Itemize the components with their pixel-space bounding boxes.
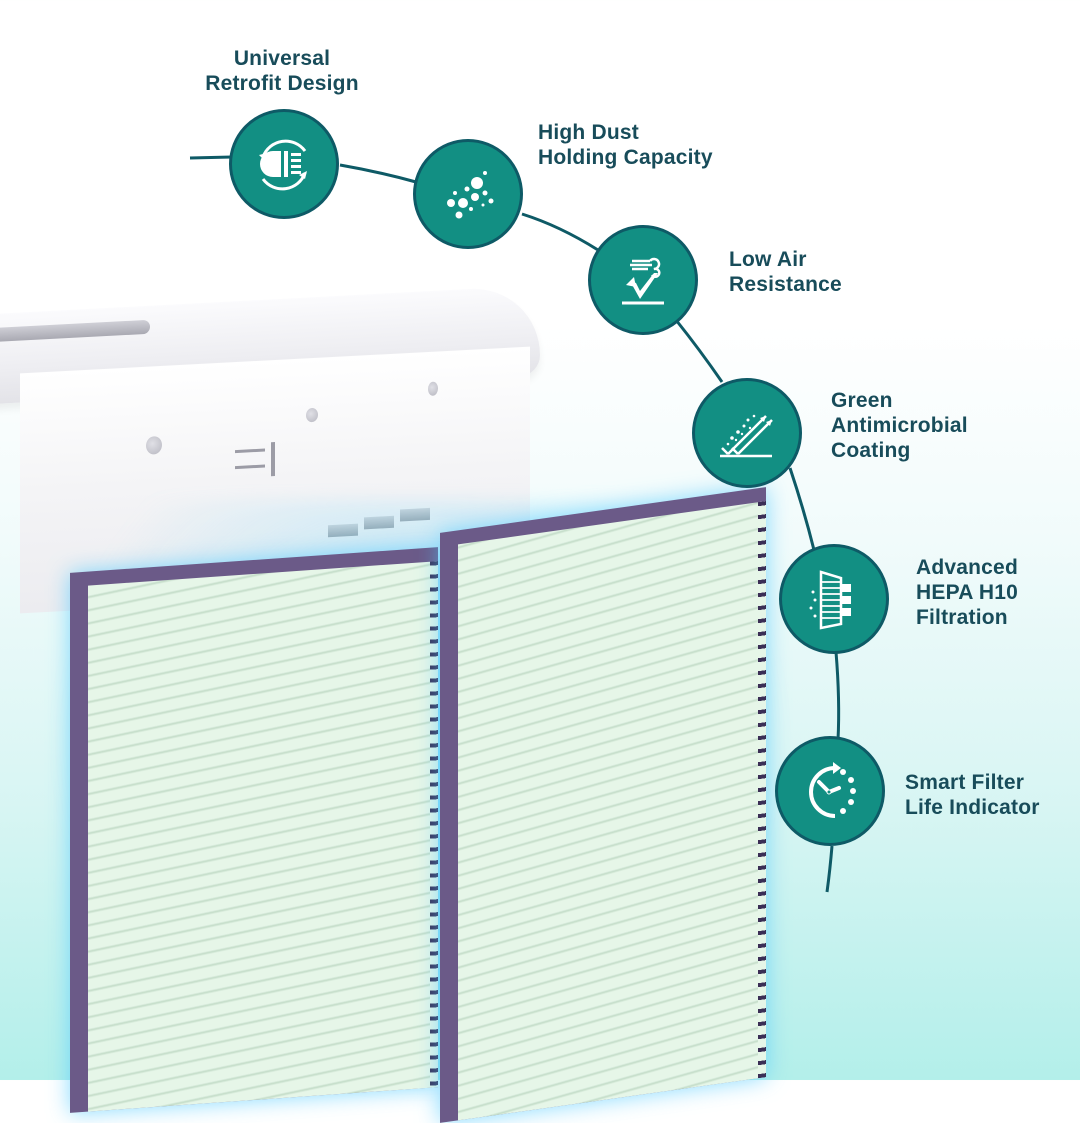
feature-label-antimicrobial: Green Antimicrobial Coating (831, 389, 968, 462)
dust-particles-icon (413, 139, 523, 249)
filter-life-timer-icon (775, 736, 885, 846)
airflow-check-icon (588, 225, 698, 335)
feature-label-dust-capacity: High Dust Holding Capacity (538, 121, 713, 169)
feature-connector-line (189, 155, 841, 893)
antimicrobial-coating-icon (692, 378, 802, 488)
feature-label-hepa-h10: Advanced HEPA H10 Filtration (916, 556, 1018, 629)
retrofit-headlight-icon (229, 109, 339, 219)
feature-infographic: Universal Retrofit Design High Dust Hold… (0, 47, 1040, 1123)
hepa-filter-icon (779, 544, 889, 654)
feature-label-retrofit: Universal Retrofit Design (205, 47, 359, 95)
feature-label-filter-life: Smart Filter Life Indicator (905, 771, 1040, 819)
feature-label-low-air-resistance: Low Air Resistance (729, 248, 842, 296)
